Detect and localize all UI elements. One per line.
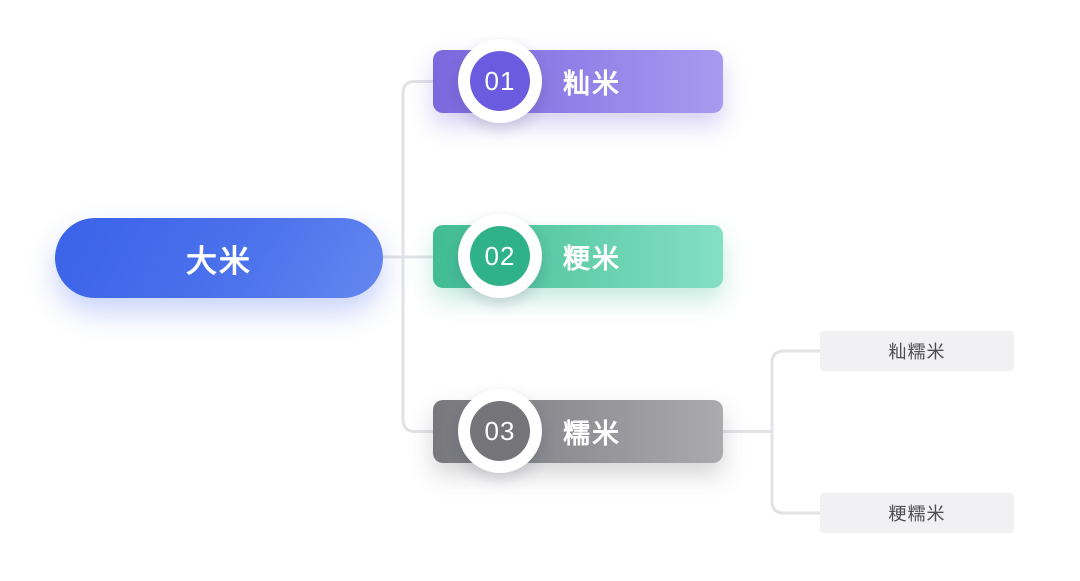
badge-01: 01: [458, 39, 542, 123]
connector-branch-trunk: [401, 80, 435, 433]
badge-01-number: 01: [484, 65, 516, 96]
badge-03-circle: 03: [470, 401, 530, 461]
node-branch-3-label: 糯米: [563, 419, 621, 449]
node-child-1-label: 籼糯米: [888, 342, 946, 362]
node-root[interactable]: 大米: [55, 218, 383, 298]
badge-02-number: 02: [484, 240, 516, 271]
badge-02: 02: [458, 214, 542, 298]
node-child-2-label: 粳糯米: [888, 504, 946, 524]
node-child-2[interactable]: 粳糯米: [820, 493, 1014, 533]
badge-01-circle: 01: [470, 51, 530, 111]
connector-children-trunk: [770, 349, 822, 515]
badge-03-number: 03: [484, 415, 516, 446]
node-child-1[interactable]: 籼糯米: [820, 331, 1014, 371]
node-branch-1-label: 籼米: [563, 69, 621, 99]
node-branch-2-label: 粳米: [563, 244, 621, 274]
node-root-label: 大米: [186, 243, 252, 279]
badge-02-circle: 02: [470, 226, 530, 286]
badge-03: 03: [458, 389, 542, 473]
